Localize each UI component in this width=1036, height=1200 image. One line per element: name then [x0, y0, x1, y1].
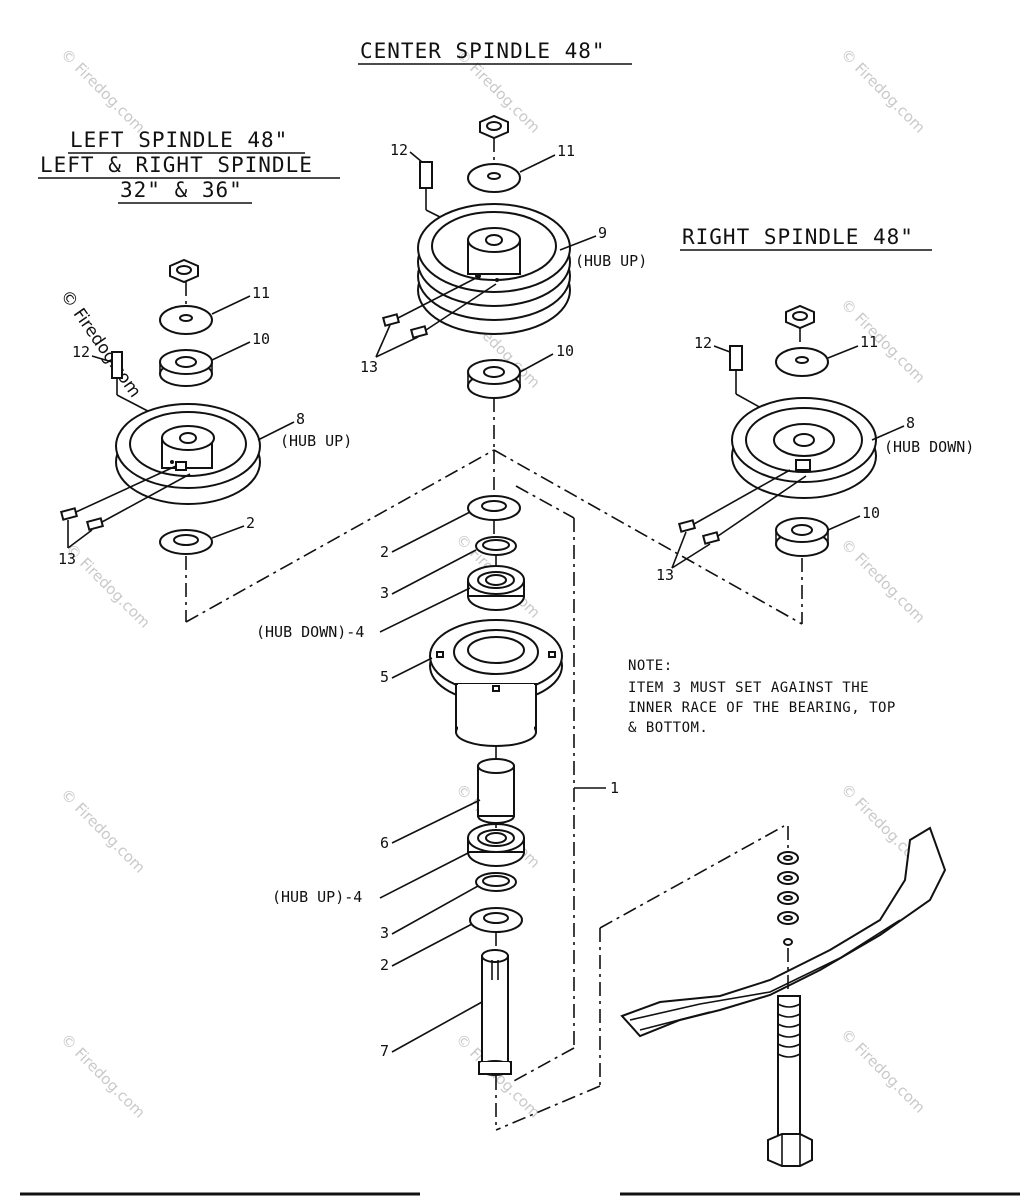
center-spindle-upper: 12 11 9 (HUB UP) 13 10 [360, 114, 647, 450]
label-10: 10 [862, 504, 880, 522]
label-7: 7 [380, 1042, 389, 1060]
label-1: 1 [610, 779, 619, 797]
center-spindle-title: CENTER SPINDLE 48" [360, 39, 606, 63]
label-13: 13 [58, 550, 76, 568]
watermark: © Firedog.com [837, 1025, 929, 1117]
set-screw-13 [381, 313, 401, 327]
label-5: 5 [380, 668, 389, 686]
assembly-lines [185, 449, 803, 625]
set-screw-13 [701, 531, 721, 545]
set-screw-13 [59, 507, 79, 521]
label-8: 8 [906, 414, 915, 432]
label-2: 2 [246, 514, 255, 532]
label-12: 12 [390, 141, 408, 159]
label-hub-down: (HUB DOWN) [884, 438, 974, 456]
label-hub-up: (HUB UP) [280, 432, 352, 450]
left-spindle-title-1: LEFT SPINDLE 48" [70, 128, 288, 152]
shaft-7 [481, 955, 509, 1069]
note-line-1: NOTE: [628, 658, 673, 674]
titles: CENTER SPINDLE 48" LEFT SPINDLE 48" LEFT… [38, 39, 932, 251]
label-11: 11 [557, 142, 575, 160]
label-2: 2 [380, 543, 389, 561]
key-12 [419, 161, 433, 189]
watermark: © Firedog.com [837, 535, 929, 627]
watermark-dark: © Firedog.com [56, 286, 145, 401]
label-11: 11 [252, 284, 270, 302]
label-3: 3 [380, 584, 389, 602]
label-6: 6 [380, 834, 389, 852]
key-12 [729, 345, 743, 371]
label-13: 13 [656, 566, 674, 584]
label-10: 10 [252, 330, 270, 348]
label-2: 2 [380, 956, 389, 974]
bolt-head [767, 1133, 813, 1167]
watermark: © Firedog.com [837, 45, 929, 137]
note-line-4: & BOTTOM. [628, 720, 708, 736]
center-spindle-stack: 2 3 (HUB DOWN)-4 5 1 6 (HUB UP)-4 3 2 7 [256, 485, 619, 1130]
label-hub-down-4: (HUB DOWN)-4 [256, 623, 364, 641]
right-spindle: 12 11 8 (HUB DOWN) 10 13 [656, 304, 974, 624]
label-8: 8 [296, 410, 305, 428]
watermark: © Firedog.com [57, 45, 149, 137]
note-line-2: ITEM 3 MUST SET AGAINST THE [628, 680, 869, 696]
note: NOTE: ITEM 3 MUST SET AGAINST THE INNER … [628, 658, 896, 736]
label-hub-up: (HUB UP) [575, 252, 647, 270]
set-screw-13 [677, 519, 697, 533]
key-12 [111, 351, 123, 379]
label-3: 3 [380, 924, 389, 942]
watermark: © Firedog.com [57, 785, 149, 877]
label-12: 12 [72, 343, 90, 361]
set-screw-13 [85, 517, 105, 531]
label-12: 12 [694, 334, 712, 352]
set-screw-13 [409, 325, 429, 339]
right-spindle-title: RIGHT SPINDLE 48" [682, 225, 914, 249]
left-spindle: 11 10 12 8 (HUB UP) 2 13 [58, 258, 352, 622]
label-9: 9 [598, 224, 607, 242]
note-line-3: INNER RACE OF THE BEARING, TOP [628, 700, 896, 716]
label-11: 11 [860, 333, 878, 351]
watermark: © Firedog.com [57, 1030, 149, 1122]
watermark: © Firedog.com [837, 295, 929, 387]
label-13: 13 [360, 358, 378, 376]
label-hub-up-4: (HUB UP)-4 [272, 888, 362, 906]
left-spindle-title-3: 32" & 36" [120, 178, 243, 202]
left-spindle-title-2: LEFT & RIGHT SPINDLE [40, 153, 313, 177]
label-10: 10 [556, 342, 574, 360]
blade-assembly [495, 825, 947, 1167]
